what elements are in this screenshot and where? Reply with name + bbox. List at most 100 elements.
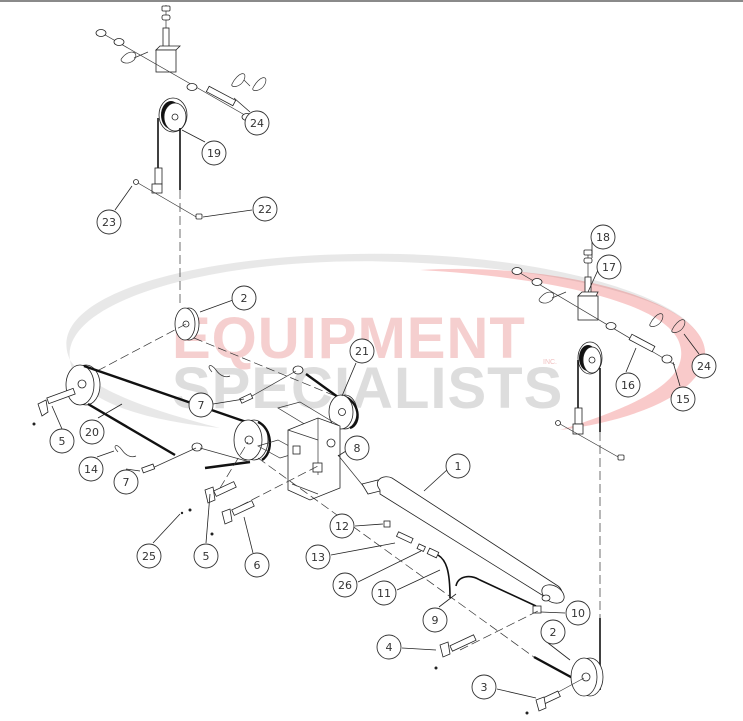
callout-25: 25: [136, 543, 162, 569]
callout-10: 10: [565, 600, 591, 626]
callout-circle: [113, 469, 139, 495]
callout-circle: [565, 600, 591, 626]
watermark-swoosh-tail: [70, 360, 220, 428]
belt-assembly-20: [32, 364, 271, 474]
callout-circle: [329, 513, 355, 539]
callout-2: 2: [231, 285, 257, 311]
callout-13: 13: [305, 544, 331, 570]
callout-circle: [422, 607, 448, 633]
callout-label: 5: [203, 550, 210, 563]
callout-group: 1223455677891011121314151617181920212223…: [49, 110, 717, 700]
callout-1: 1: [445, 453, 471, 479]
callout-5: 5: [193, 543, 219, 569]
callout-circle: [305, 544, 331, 570]
top-border: [0, 0, 743, 2]
callout-label: 24: [250, 117, 264, 130]
callout-label: 3: [481, 681, 488, 694]
callout-circle: [332, 572, 358, 598]
callout-circle: [188, 392, 214, 418]
callout-label: 2: [241, 292, 248, 305]
callout-circle: [231, 285, 257, 311]
watermark-line1: EQUIPMENT: [172, 306, 526, 371]
callout-label: 7: [123, 476, 130, 489]
callout-label: 18: [596, 231, 610, 244]
callout-14: 14: [78, 456, 104, 482]
callout-label: 14: [84, 463, 98, 476]
callout-circle: [96, 209, 122, 235]
watermark: EQUIPMENT SPECIALISTS INC.: [66, 253, 706, 430]
callout-11: 11: [371, 580, 397, 606]
callout-label: 2: [550, 626, 557, 639]
callout-6: 6: [244, 552, 270, 578]
callout-15: 15: [670, 386, 696, 412]
hydraulic-cylinder-1: [337, 454, 565, 614]
callout-circle: [349, 338, 375, 364]
callout-label: 22: [258, 203, 272, 216]
callout-label: 25: [142, 550, 156, 563]
callout-17: 17: [596, 254, 622, 280]
belt-21-assembly: [208, 365, 359, 430]
lower-pulley-assembly: [180, 441, 604, 715]
callout-label: 17: [602, 261, 616, 274]
callout-label: 9: [432, 614, 439, 627]
top-left-bracket-assembly: [95, 5, 267, 121]
callout-label: 19: [207, 147, 221, 160]
callout-label: 15: [676, 393, 690, 406]
callout-circle: [136, 543, 162, 569]
callout-circle: [590, 224, 616, 250]
callout-9: 9: [422, 607, 448, 633]
callout-label: 21: [355, 345, 369, 358]
callout-8: 8: [344, 435, 370, 461]
callout-label: 12: [335, 520, 349, 533]
callout-label: 13: [311, 551, 325, 564]
callout-22: 22: [252, 196, 278, 222]
callout-label: 16: [621, 379, 635, 392]
callout-circle: [376, 634, 402, 660]
callout-label: 7: [198, 399, 205, 412]
callout-19: 19: [201, 140, 227, 166]
callout-circle: [596, 254, 622, 280]
callout-24: 24: [244, 110, 270, 136]
callout-circle: [445, 453, 471, 479]
callout-label: 24: [697, 360, 711, 373]
watermark-line2: SPECIALISTS: [172, 356, 563, 421]
callout-label: 6: [254, 559, 261, 572]
callout-circle: [78, 456, 104, 482]
callout-circle: [244, 552, 270, 578]
callout-label: 26: [338, 579, 352, 592]
callout-label: 20: [85, 426, 99, 439]
callout-circle: [49, 428, 75, 454]
callout-18: 18: [590, 224, 616, 250]
callout-16: 16: [615, 372, 641, 398]
callout-23: 23: [96, 209, 122, 235]
right-bracket-assembly: [511, 249, 686, 366]
callout-24: 24: [691, 353, 717, 379]
callout-circle: [344, 435, 370, 461]
callout-circle: [691, 353, 717, 379]
callout-21: 21: [349, 338, 375, 364]
callout-26: 26: [332, 572, 358, 598]
callout-2: 2: [540, 619, 566, 645]
callout-circle: [371, 580, 397, 606]
callout-label: 1: [455, 460, 462, 473]
callout-circle: [201, 140, 227, 166]
callout-label: 8: [354, 442, 361, 455]
callout-circle: [79, 419, 105, 445]
callout-circle: [471, 674, 497, 700]
callout-20: 20: [79, 419, 105, 445]
leader-lines: [51, 97, 700, 699]
mount-bracket-8: [257, 401, 341, 501]
callout-label: 4: [386, 641, 393, 654]
callout-label: 5: [59, 435, 66, 448]
watermark-suffix: INC.: [543, 359, 557, 366]
callout-5: 5: [49, 428, 75, 454]
callout-label: 23: [102, 216, 116, 229]
callout-circle: [540, 619, 566, 645]
callout-circle: [244, 110, 270, 136]
callout-7: 7: [113, 469, 139, 495]
callout-circle: [252, 196, 278, 222]
callout-12: 12: [329, 513, 355, 539]
right-pulley-cable: [555, 341, 625, 690]
callout-7: 7: [188, 392, 214, 418]
